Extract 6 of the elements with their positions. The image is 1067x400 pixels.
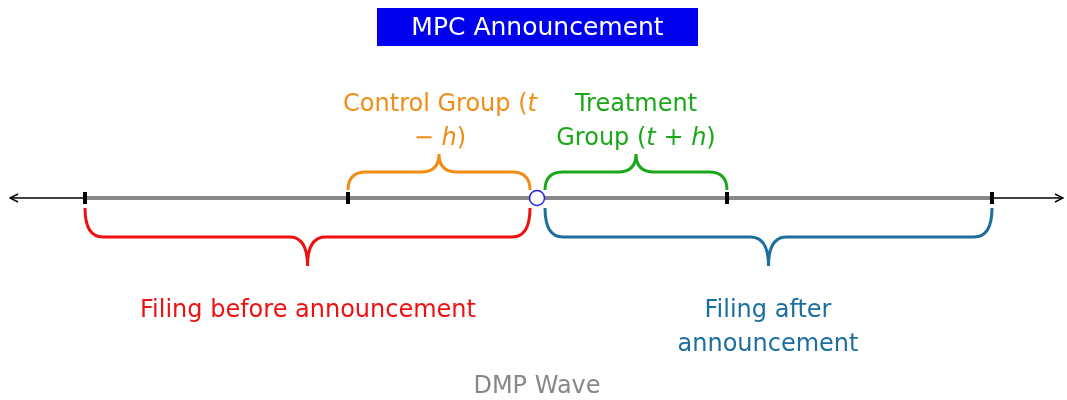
period-label: Filing after announcement: [676, 294, 860, 359]
period-label: Filing before announcement: [140, 294, 476, 325]
announcement-box: MPC Announcement: [377, 8, 698, 46]
group-label: Control Group (t − h): [342, 88, 539, 153]
group-label: Treatment Group (t + h): [555, 88, 717, 153]
axis-caption: DMP Wave: [473, 370, 601, 400]
